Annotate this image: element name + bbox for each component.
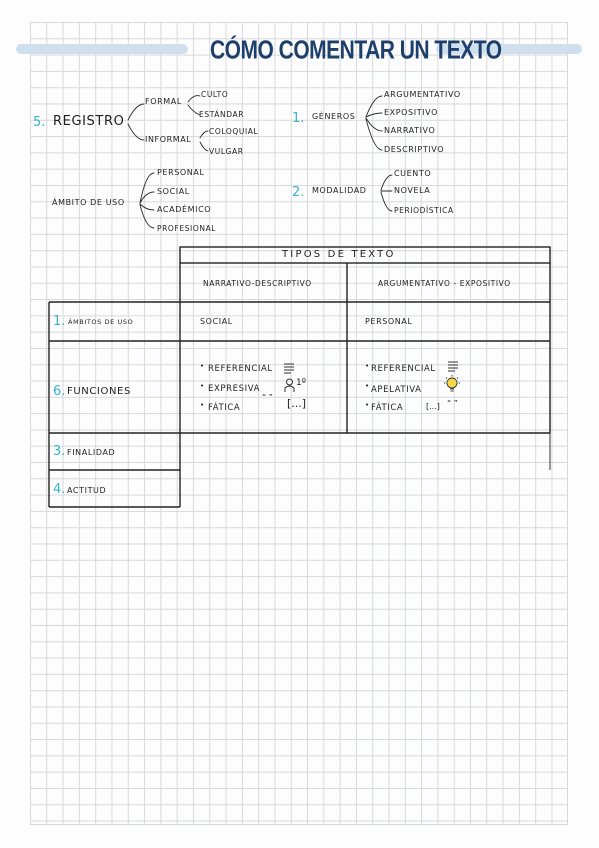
modalidad-label: Modalidad <box>312 186 367 195</box>
bullet: • <box>200 362 205 370</box>
title-highlight-right <box>436 44 582 54</box>
person-icon <box>284 378 295 392</box>
generos-narrativo: Narrativo <box>384 126 436 135</box>
registro-formal: Formal <box>145 97 182 106</box>
bullet: • <box>200 401 205 409</box>
generos-label: Géneros <box>312 112 356 121</box>
func-referencial-1: Referencial <box>208 364 273 374</box>
row-finalidad-label: Finalidad <box>67 448 116 457</box>
fatica-quote-2: “ ” <box>447 399 458 408</box>
ambito-personal: Personal <box>157 168 205 177</box>
row-funciones-label: Funciones <box>67 386 131 397</box>
ambito-academico: Académico <box>157 205 212 214</box>
modalidad-number: 2. <box>292 185 305 200</box>
modalidad-periodistica: Periodística <box>394 206 454 215</box>
generos-expositivo: Expositivo <box>384 108 438 117</box>
func-apelativa: Apelativa <box>371 385 422 395</box>
fatica-mark-1: [...] <box>287 397 307 410</box>
row-finalidad-number: 3. <box>53 444 66 459</box>
func-fatica-1: Fática <box>208 403 241 413</box>
generos-argumentativo: Argumentativo <box>384 90 461 99</box>
registro-coloquial: Coloquial <box>209 127 259 136</box>
registro-informal: Informal <box>145 135 192 144</box>
func-fatica-2: Fática <box>371 403 404 413</box>
registro-number: 5. <box>33 115 46 130</box>
ambito-social: Social <box>157 187 190 196</box>
lines-icon <box>448 361 458 372</box>
bullet: • <box>365 362 370 370</box>
registro-culto: Culto <box>201 90 229 99</box>
row-ambitos-number: 1. <box>53 314 66 329</box>
registro-estandar: Estándar <box>199 110 245 119</box>
expresiva-mark: 1º <box>296 378 306 388</box>
column-narrativo-descriptivo: Narrativo-descriptivo <box>203 279 312 288</box>
fatica-quote-1: “ ” <box>262 393 273 402</box>
bullet: • <box>200 382 205 390</box>
page-title: CÓMO COMENTAR UN TEXTO <box>210 36 502 65</box>
lightbulb-icon <box>444 375 460 392</box>
registro-vulgar: Vulgar <box>209 147 244 156</box>
func-expresiva: Expresiva <box>208 384 260 394</box>
cell-social: Social <box>200 317 233 326</box>
generos-number: 1. <box>292 111 305 126</box>
row-funciones-number: 6. <box>53 384 66 399</box>
grid-paper <box>30 22 568 825</box>
bullet: • <box>365 382 370 390</box>
row-actitud-label: Actitud <box>67 486 107 495</box>
registro-label: Registro <box>53 114 125 129</box>
row-ambitos-label: Ámbitos de uso <box>68 318 134 326</box>
column-argumentativo-expositivo: Argumentativo - Expositivo <box>378 279 511 288</box>
row-actitud-number: 4. <box>53 482 66 497</box>
cell-personal: Personal <box>365 317 413 326</box>
fatica-mark-2: [...] <box>426 402 440 411</box>
modalidad-novela: Novela <box>394 186 431 195</box>
modalidad-cuento: Cuento <box>394 169 432 178</box>
title-highlight-left <box>16 44 188 54</box>
bullet: • <box>365 401 370 409</box>
ambito-profesional: Profesional <box>157 224 217 233</box>
func-referencial-2: Referencial <box>371 364 436 374</box>
generos-descriptivo: Descriptivo <box>384 145 445 154</box>
table-header: Tipos de texto <box>282 249 396 260</box>
ambito-label: Ámbito de uso <box>52 198 125 207</box>
lines-icon <box>284 363 294 374</box>
